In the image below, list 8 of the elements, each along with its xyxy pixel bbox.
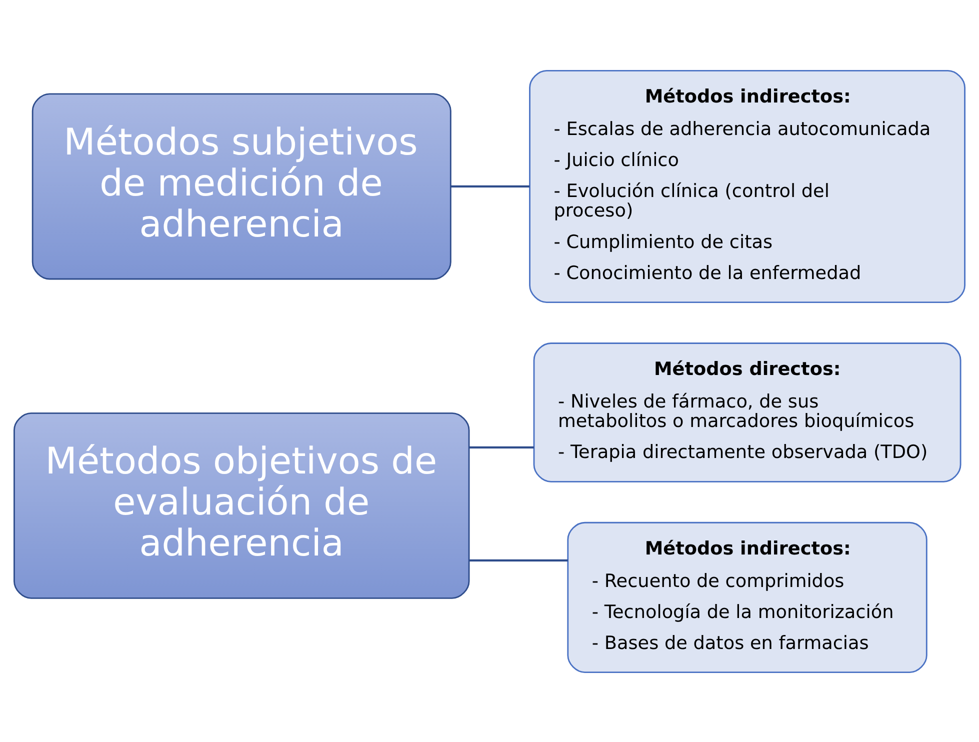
connector bbox=[450, 184, 530, 188]
node-box: Métodos indirectos: - Escalas de adherencia autocomunicada - Juicio clínico - Evolución clínica (control del proceso) - Cumplimiento de citas - Conocimiento de la enfermedad bbox=[529, 69, 966, 302]
connector bbox=[469, 558, 568, 561]
node-box: Métodos subjetivos de medición de adherencia bbox=[32, 92, 452, 280]
node-box: Métodos objetivos de evaluación de adherencia bbox=[14, 412, 470, 598]
connector bbox=[469, 446, 534, 448]
node-box: Métodos directos: - Niveles de fármaco, de sus metabolitos o marcadores bioquímicos - Terapia directamente observada (TDO) bbox=[533, 342, 962, 482]
node-box: Métodos indirectos: - Recuento de comprimidos - Tecnología de la monitorización - Bases de datos en farmacias bbox=[567, 521, 928, 673]
